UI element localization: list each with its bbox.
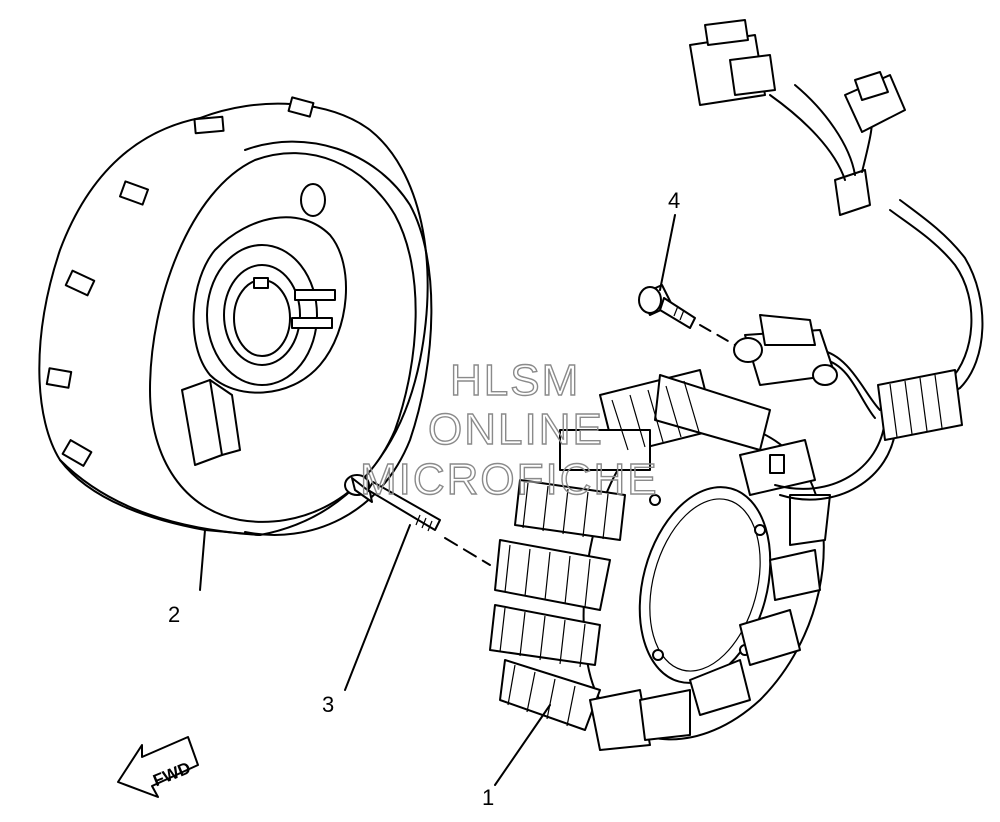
watermark-line-3: MICROFICHE xyxy=(360,455,659,504)
callout-label-2: 2 xyxy=(168,602,180,627)
watermark-line-1: HLSM xyxy=(450,356,580,405)
callout-label-3: 3 xyxy=(322,692,334,717)
flywheel-rotor xyxy=(38,96,433,536)
forward-direction-arrow: FWD xyxy=(117,736,199,798)
watermark: HLSM ONLINE MICROFICHE xyxy=(359,355,659,504)
stator-poles xyxy=(489,369,831,751)
callout-label-4: 4 xyxy=(668,188,680,213)
harness-connectors xyxy=(689,19,906,133)
wire-harness xyxy=(769,84,984,501)
pickup-screw xyxy=(638,284,736,346)
pickup-coil xyxy=(733,314,838,386)
watermark-line-2: ONLINE xyxy=(428,405,604,454)
stator-coil-assembly xyxy=(489,369,831,751)
stator-bolt xyxy=(344,474,491,566)
leader-lines xyxy=(199,214,676,786)
callout-label-1: 1 xyxy=(482,785,494,810)
